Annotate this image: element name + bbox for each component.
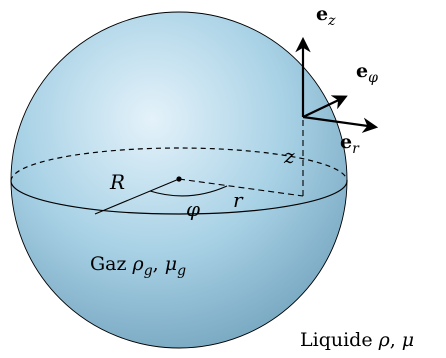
liquid-word: Liquide — [300, 329, 373, 351]
equator-front — [10, 180, 348, 215]
liquid-separator: , — [390, 329, 396, 351]
height-z-label: z — [283, 144, 295, 168]
gas-rho-sub: g — [144, 263, 153, 279]
gas-separator: , — [153, 253, 159, 275]
basis-r-label: er — [340, 131, 360, 157]
gas-word: Gaz — [90, 253, 127, 275]
radius-line — [94, 178, 180, 215]
distance-r-label: r — [233, 188, 244, 212]
basis-z-label: ez — [316, 3, 336, 29]
basis-phi-label: eφ — [356, 60, 378, 86]
basis-r-sub: r — [352, 141, 360, 157]
basis-vector-r-arrow — [302, 115, 379, 133]
basis-phi-sub: φ — [368, 70, 378, 86]
gas-mu: μ — [165, 253, 177, 275]
basis-z-sub: z — [327, 13, 336, 29]
radius-label: R — [109, 170, 125, 194]
basis-vector-phi-arrow — [302, 95, 348, 118]
angle-phi-label: φ — [186, 197, 200, 221]
basis-phi-base: e — [356, 60, 368, 82]
gas-rho: ρ — [132, 253, 145, 275]
centre-point — [176, 176, 182, 182]
liquid-mu: μ — [402, 329, 414, 351]
projection-r-line — [178, 178, 304, 197]
basis-z-base: e — [316, 3, 328, 25]
angle-phi-arc — [149, 185, 228, 197]
gas-mu-sub: g — [177, 263, 186, 279]
equator-back-dashed — [10, 147, 348, 182]
basis-r-base: e — [340, 131, 352, 153]
liquid-rho: ρ — [378, 329, 391, 351]
